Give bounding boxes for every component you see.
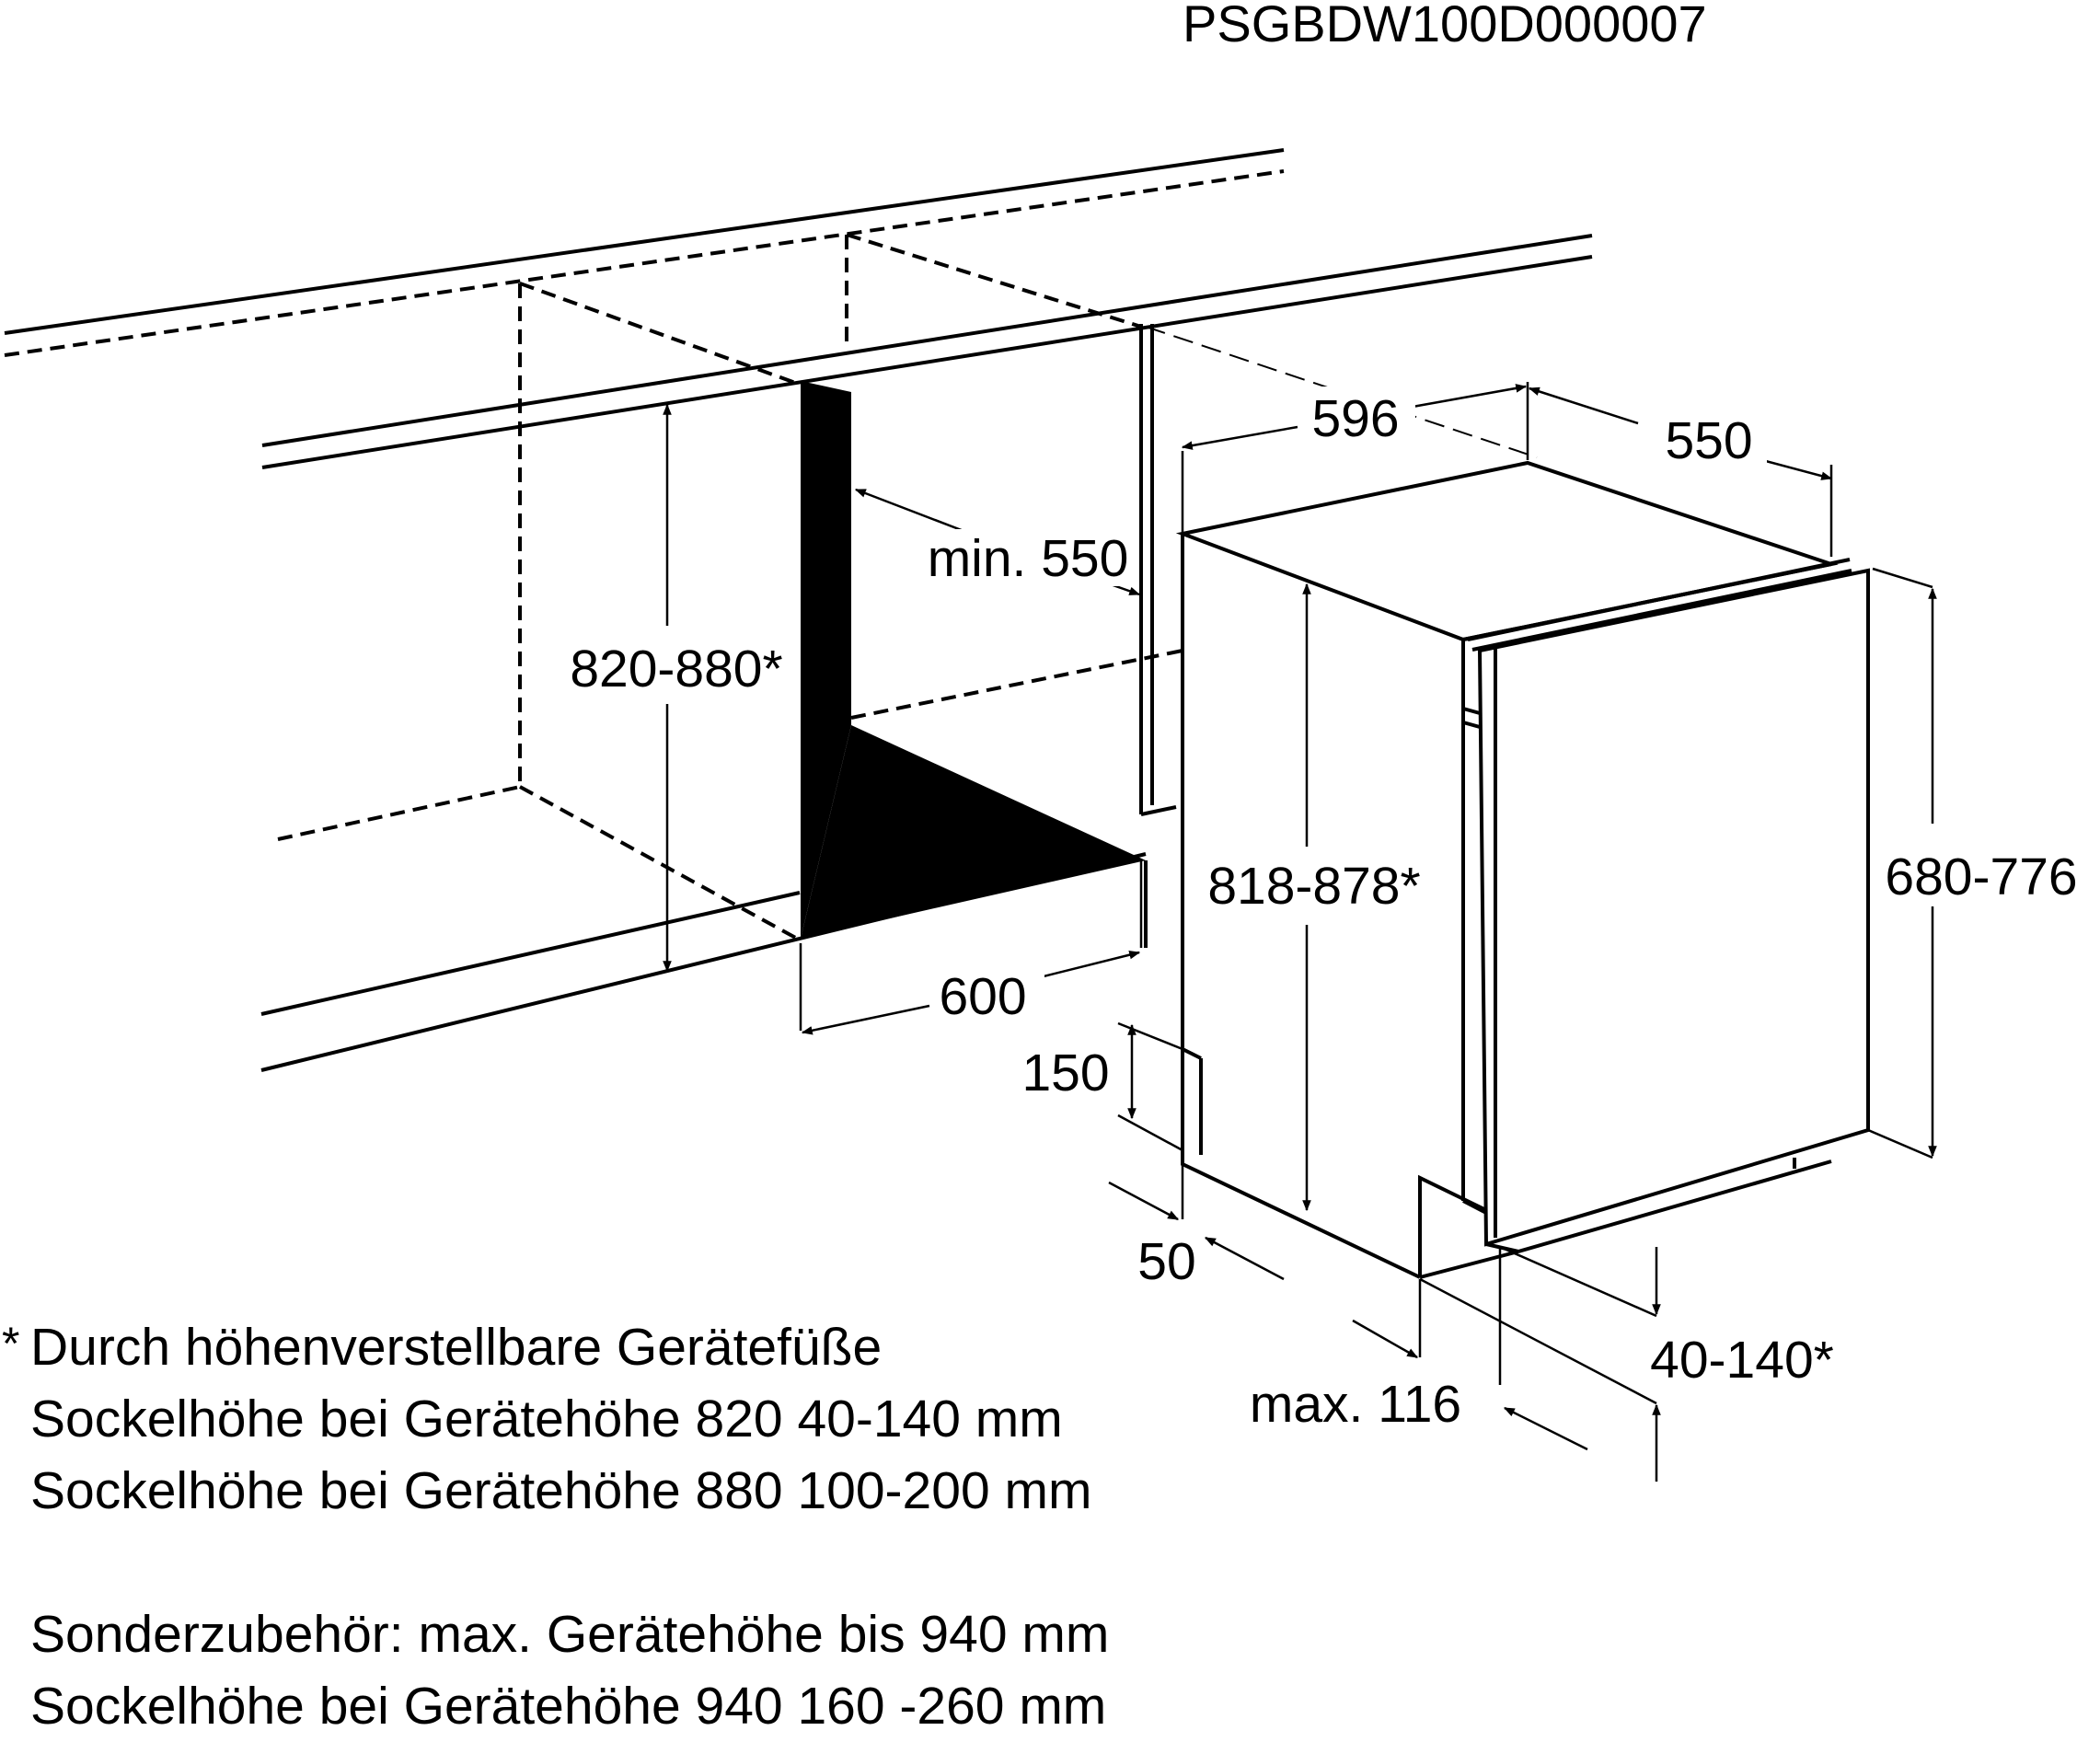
cabinet-hidden-edges <box>277 233 1183 942</box>
installation-diagram: PSGBDW100D000007 <box>4 0 2089 1482</box>
footnote-line-1: * Durch höhenverstellbare Gerätefüße <box>0 1311 1288 1383</box>
footnote-text-2: Sockelhöhe bei Gerätehöhe 820 40-140 mm <box>30 1390 1063 1448</box>
footnote-text-1: Durch höhenverstellbare Gerätefüße <box>30 1318 883 1377</box>
dim-50: 50 <box>1137 1232 1195 1291</box>
dimension-lines <box>799 382 1933 1405</box>
footnote-text-5: Sockelhöhe bei Gerätehöhe 940 160 -260 m… <box>30 1677 1107 1736</box>
document-code: PSGBDW100D000007 <box>1183 0 1707 52</box>
dim-820-880: 820-880* <box>570 640 782 698</box>
side-panel <box>1139 324 1177 948</box>
footnote-asterisk: * <box>2 1318 20 1369</box>
plinth-notch <box>1182 1047 1203 1155</box>
footnote-text-4: Sonderzubehör: max. Gerätehöhe bis 940 m… <box>30 1605 1110 1664</box>
footnote-line-3: Sockelhöhe bei Gerätehöhe 880 100-200 mm <box>0 1455 1288 1527</box>
dimension-labels: 596 550 min. 550 820-880* 818-878* 680-7… <box>566 386 2089 1434</box>
footnote-line-4: Sonderzubehör: max. Gerätehöhe bis 940 m… <box>0 1598 1288 1670</box>
footnotes: * Durch höhenverstellbare Gerätefüße Soc… <box>0 1311 1288 1742</box>
footnote-spacer <box>0 1527 1288 1598</box>
dim-818-878: 818-878* <box>1207 857 1420 916</box>
dim-min-550: min. 550 <box>928 529 1129 588</box>
dim-596: 596 <box>1311 389 1399 448</box>
dim-max-116: max. 116 <box>1250 1375 1461 1434</box>
footnote-text-3: Sockelhöhe bei Gerätehöhe 880 100-200 mm <box>30 1461 1092 1520</box>
footnote-line-5: Sockelhöhe bei Gerätehöhe 940 160 -260 m… <box>0 1670 1288 1742</box>
dim-600: 600 <box>939 967 1026 1026</box>
dim-150: 150 <box>1021 1044 1109 1102</box>
dim-550: 550 <box>1665 411 1752 470</box>
footnote-line-2: Sockelhöhe bei Gerätehöhe 820 40-140 mm <box>0 1383 1288 1455</box>
worktop <box>4 148 1593 469</box>
dimension-arrows <box>663 384 1937 1482</box>
dim-40-140: 40-140* <box>1650 1331 1834 1390</box>
niche-shadow <box>801 381 1146 939</box>
dim-680-776: 680-776 <box>1885 848 2077 906</box>
